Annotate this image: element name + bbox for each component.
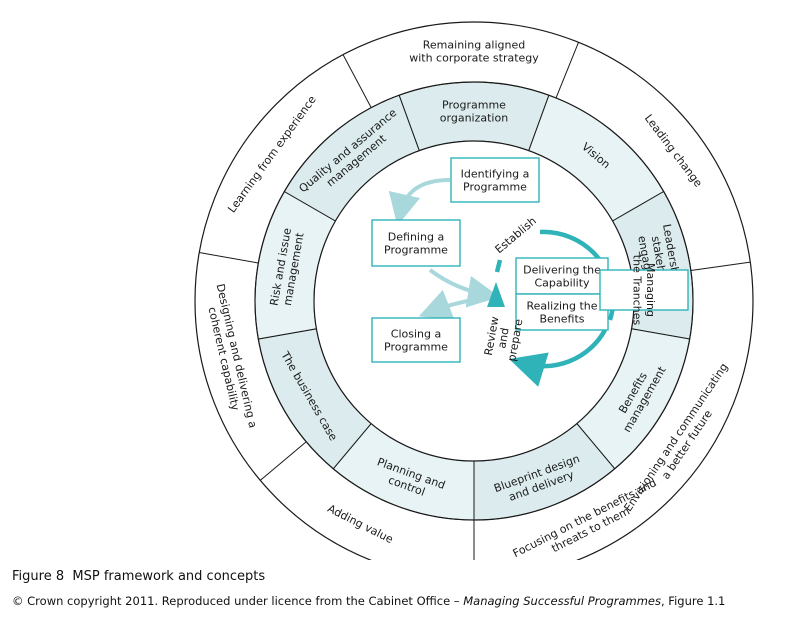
managing-tranches-box: Managingthe Tranches	[599, 255, 689, 326]
credit-book-title: Managing Successful Programmes	[463, 594, 661, 608]
svg-text:Managingthe Tranches: Managingthe Tranches	[631, 255, 657, 326]
figure-title: MSP framework and concepts	[72, 569, 266, 584]
credit-suffix: , Figure 1.1	[661, 594, 726, 608]
figure-number: Figure 8	[12, 569, 65, 584]
credit-prefix: © Crown copyright 2011. Reproduced under…	[12, 594, 464, 608]
arrow-cycle-to-close	[418, 289, 489, 320]
arrow-define-to-cycle	[428, 268, 500, 308]
review-prepare-label: Reviewandprepare	[482, 314, 526, 363]
copyright-credit: © Crown copyright 2011. Reproduced under…	[12, 594, 725, 608]
cycle-arc-left	[494, 259, 503, 273]
arrow-identify-to-define	[388, 178, 451, 226]
cycle-arc-bottom	[509, 328, 607, 387]
cycle-start-triangle	[487, 282, 505, 307]
figure-caption: Figure 8 MSP framework and concepts	[12, 569, 265, 584]
